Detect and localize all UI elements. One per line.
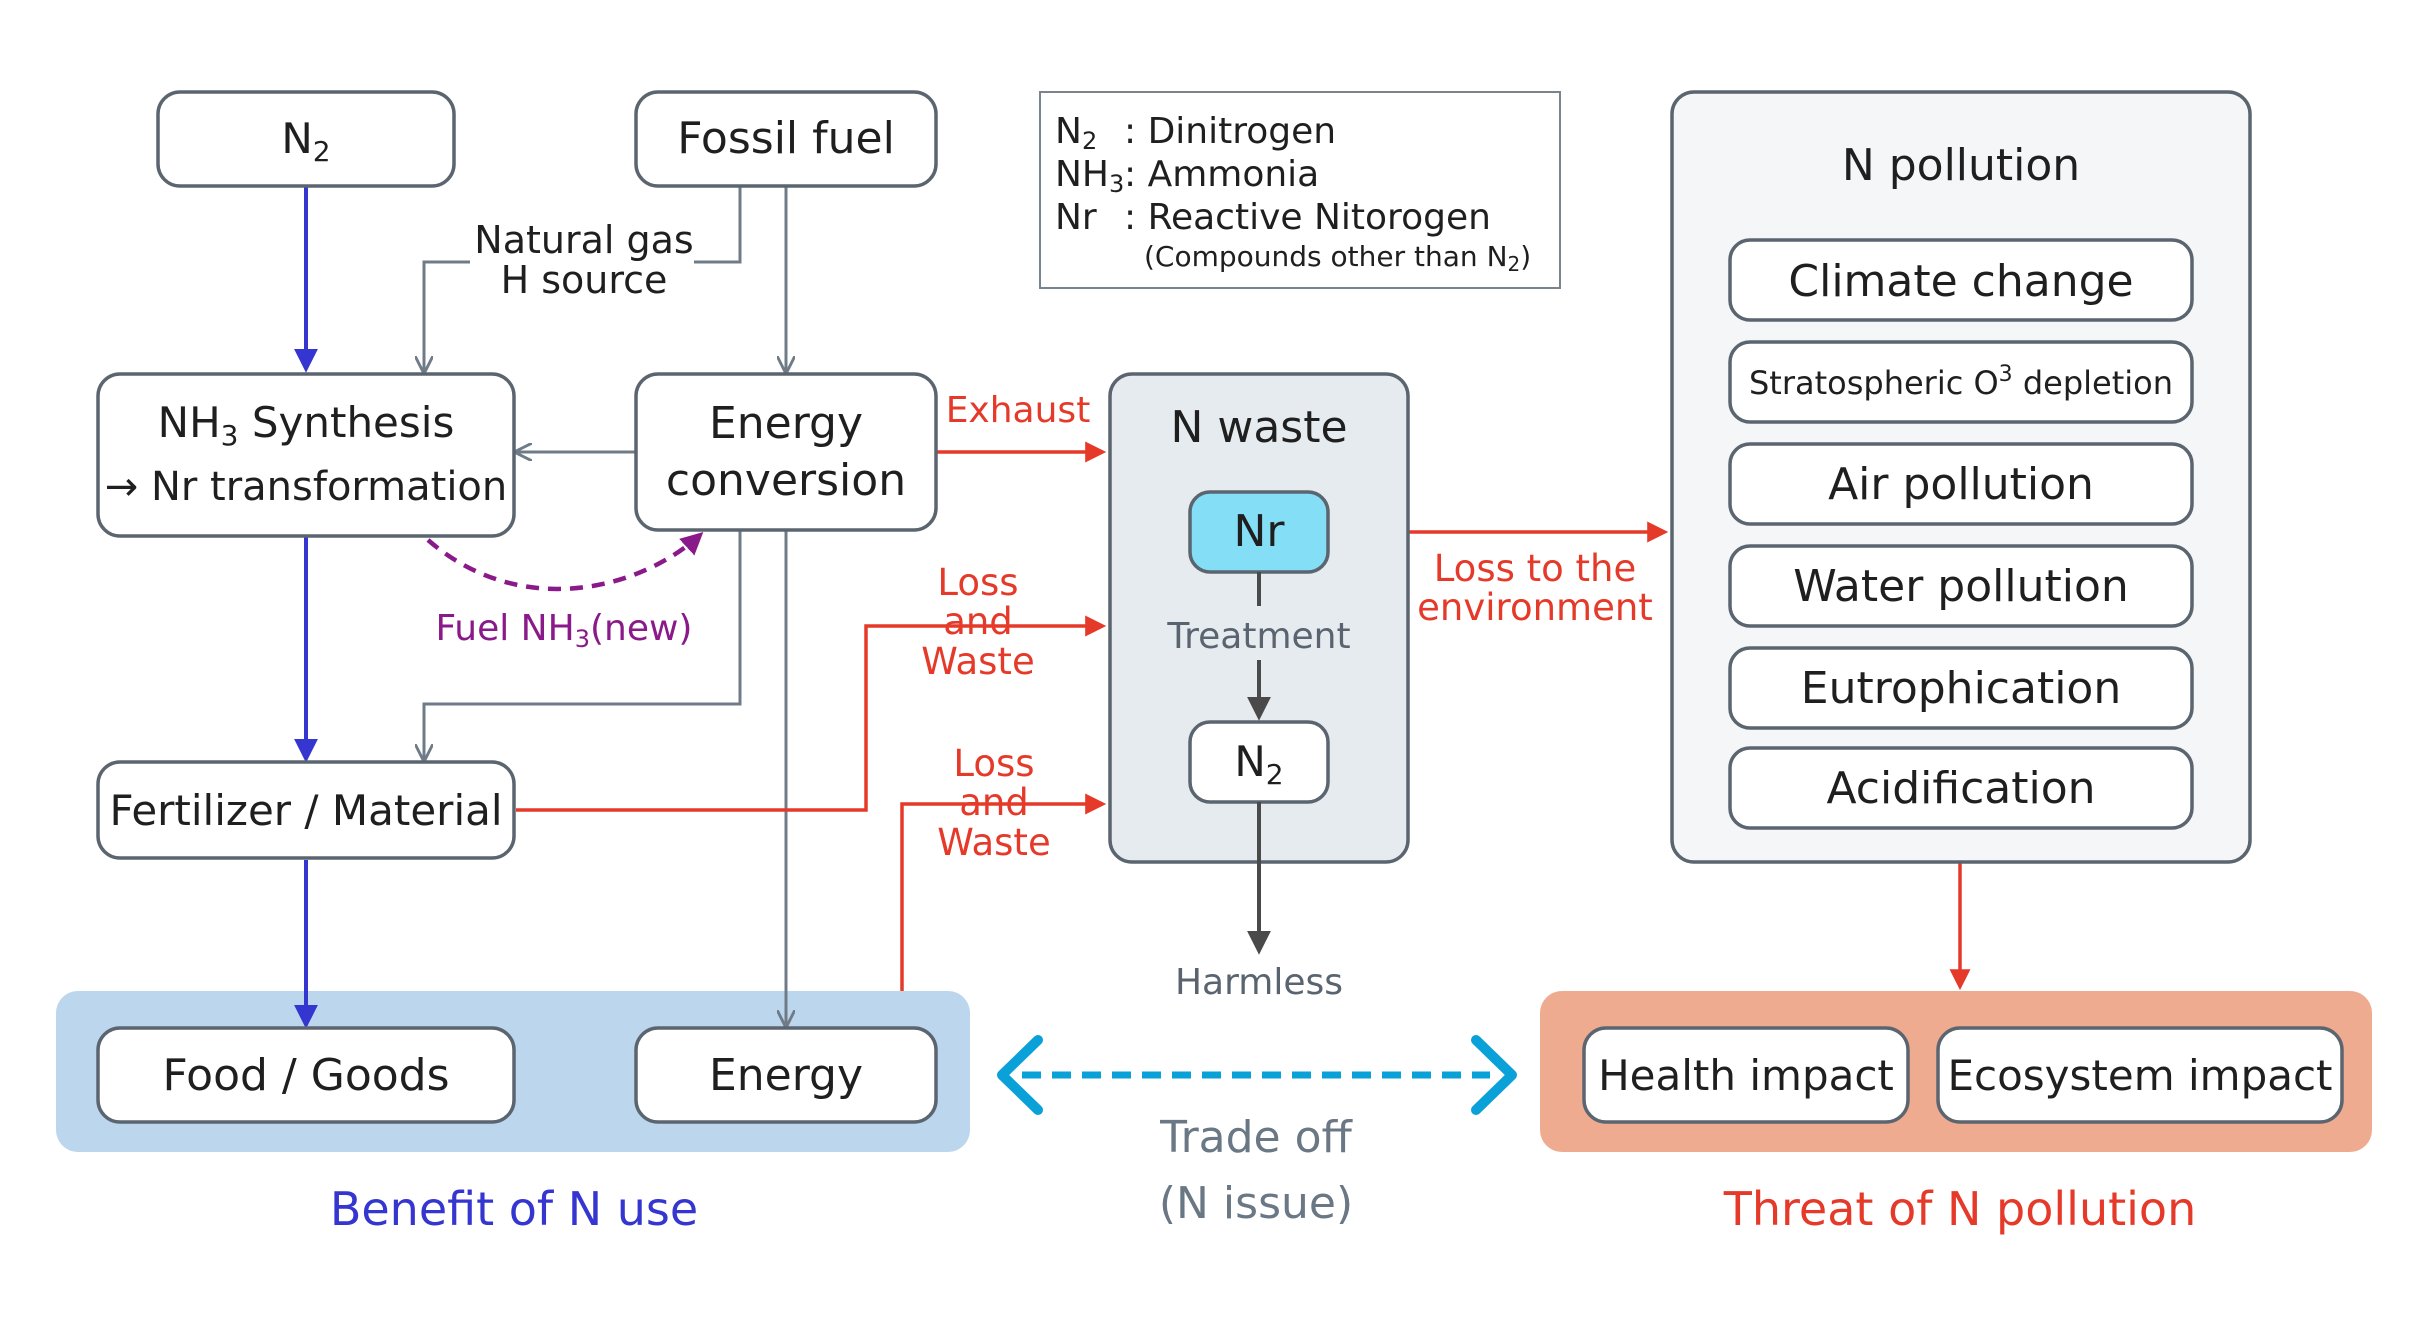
- legend-nr-desc: : Reactive Nitorogen: [1124, 197, 1491, 238]
- legend-box: N2 : Dinitrogen NH3 : Ammonia Nr : React…: [1039, 91, 1561, 289]
- svg-text:Fertilizer / Material: Fertilizer / Material: [109, 786, 502, 835]
- n-pollution-title: N pollution: [1842, 140, 2080, 191]
- energy-box: Energy: [634, 1026, 938, 1124]
- threat-caption: Threat of N pollution: [1723, 1182, 2196, 1236]
- legend-nh3-symbol: NH3: [1055, 154, 1124, 198]
- svg-text:Air pollution: Air pollution: [1828, 459, 2094, 510]
- water-pollution-box: [1728, 544, 2194, 628]
- acidification-box: [1728, 746, 2194, 830]
- svg-text:Energy: Energy: [709, 1050, 863, 1101]
- legend-n2-desc: : Dinitrogen: [1124, 111, 1336, 152]
- benefit-caption: Benefit of N use: [330, 1182, 698, 1236]
- trade-off-right-head: [1471, 1035, 1517, 1115]
- loss-waste-label-1-line2: and: [943, 600, 1013, 643]
- arrow-energy-loss: [900, 793, 1107, 991]
- svg-text:Eutrophication: Eutrophication: [1801, 663, 2121, 714]
- svg-text:NH3 Synthesis: NH3 Synthesis: [158, 398, 455, 452]
- loss-waste-label-2-line2: and: [959, 781, 1029, 824]
- nh3-synthesis-box: NH3 Synthesis → Nr transformation: [96, 372, 516, 538]
- loss-waste-label-2-line3: Waste: [937, 821, 1050, 864]
- svg-text:Climate change: Climate change: [1788, 256, 2133, 307]
- loss-env-label-line1: Loss to the: [1434, 547, 1637, 590]
- arrow-fertilizer-loss: [516, 615, 1107, 812]
- loss-waste-label-1-line3: Waste: [921, 640, 1034, 683]
- energy-conversion-box: Energy conversion: [634, 372, 938, 532]
- natural-gas-label: Natural gas: [474, 218, 693, 262]
- svg-text:Health impact: Health impact: [1598, 1051, 1894, 1100]
- stratospheric-ozone-box: [1728, 340, 2194, 424]
- eutrophication-box: [1728, 646, 2194, 730]
- n-waste-panel: N waste Nr Treatment N2: [1108, 372, 1410, 864]
- loss-env-label-line2: environment: [1417, 586, 1653, 629]
- nr-label: Nr: [1233, 506, 1285, 557]
- legend-nh3-desc: : Ammonia: [1124, 154, 1319, 195]
- fuel-nh3-label: Fuel NH3(new): [436, 608, 693, 653]
- exhaust-label: Exhaust: [946, 390, 1091, 431]
- svg-text:N2: N2: [1234, 737, 1283, 791]
- legend-nr-symbol: Nr: [1055, 197, 1097, 238]
- arrow-energy-conversion-to-fertilizer: [424, 530, 742, 760]
- arrow-natural-gas-to-synthesis: [694, 186, 742, 264]
- loss-waste-label-1-line1: Loss: [937, 561, 1018, 604]
- health-impact-box: Health impact: [1582, 1026, 1910, 1124]
- svg-text:Energy: Energy: [709, 398, 863, 449]
- fossil-fuel-box: Fossil fuel: [634, 90, 938, 188]
- treatment-label: Treatment: [1166, 616, 1350, 657]
- svg-text:Water pollution: Water pollution: [1793, 561, 2129, 612]
- svg-text:→ Nr transformation: → Nr transformation: [105, 464, 508, 510]
- food-goods-box: Food / Goods: [96, 1026, 516, 1124]
- arrow-h-source-to-synthesis: [424, 260, 470, 372]
- trade-off-label-line1: Trade off: [1159, 1112, 1353, 1163]
- n2-source-box: N2: [156, 90, 456, 188]
- svg-text:Stratospheric O3 depletion: Stratospheric O3 depletion: [1749, 362, 2173, 402]
- trade-off-left-head: [997, 1035, 1043, 1115]
- h-source-label: H source: [501, 258, 668, 302]
- svg-text:N2: N2: [281, 114, 330, 168]
- legend-note: (Compounds other than N2): [1144, 240, 1531, 276]
- svg-text:conversion: conversion: [666, 455, 906, 506]
- air-pollution-box: [1728, 442, 2194, 526]
- svg-text:Acidification: Acidification: [1826, 763, 2095, 814]
- n-waste-title: N waste: [1170, 402, 1347, 453]
- climate-change-box: [1728, 238, 2194, 322]
- harmless-label: Harmless: [1175, 962, 1343, 1003]
- trade-off-label-line2: (N issue): [1159, 1178, 1353, 1229]
- svg-text:Fossil fuel: Fossil fuel: [677, 113, 895, 164]
- loss-waste-label-2-line1: Loss: [953, 742, 1034, 785]
- arrow-fuel-nh3: [426, 531, 704, 592]
- n-pollution-panel: N pollution Climate change Stratospheric…: [1670, 90, 2252, 864]
- fertilizer-material-box: Fertilizer / Material: [96, 760, 516, 860]
- svg-text:Ecosystem impact: Ecosystem impact: [1947, 1051, 2332, 1100]
- ecosystem-impact-box: Ecosystem impact: [1936, 1026, 2344, 1124]
- svg-text:Food / Goods: Food / Goods: [162, 1050, 449, 1101]
- legend-n2-symbol: N2: [1055, 111, 1097, 155]
